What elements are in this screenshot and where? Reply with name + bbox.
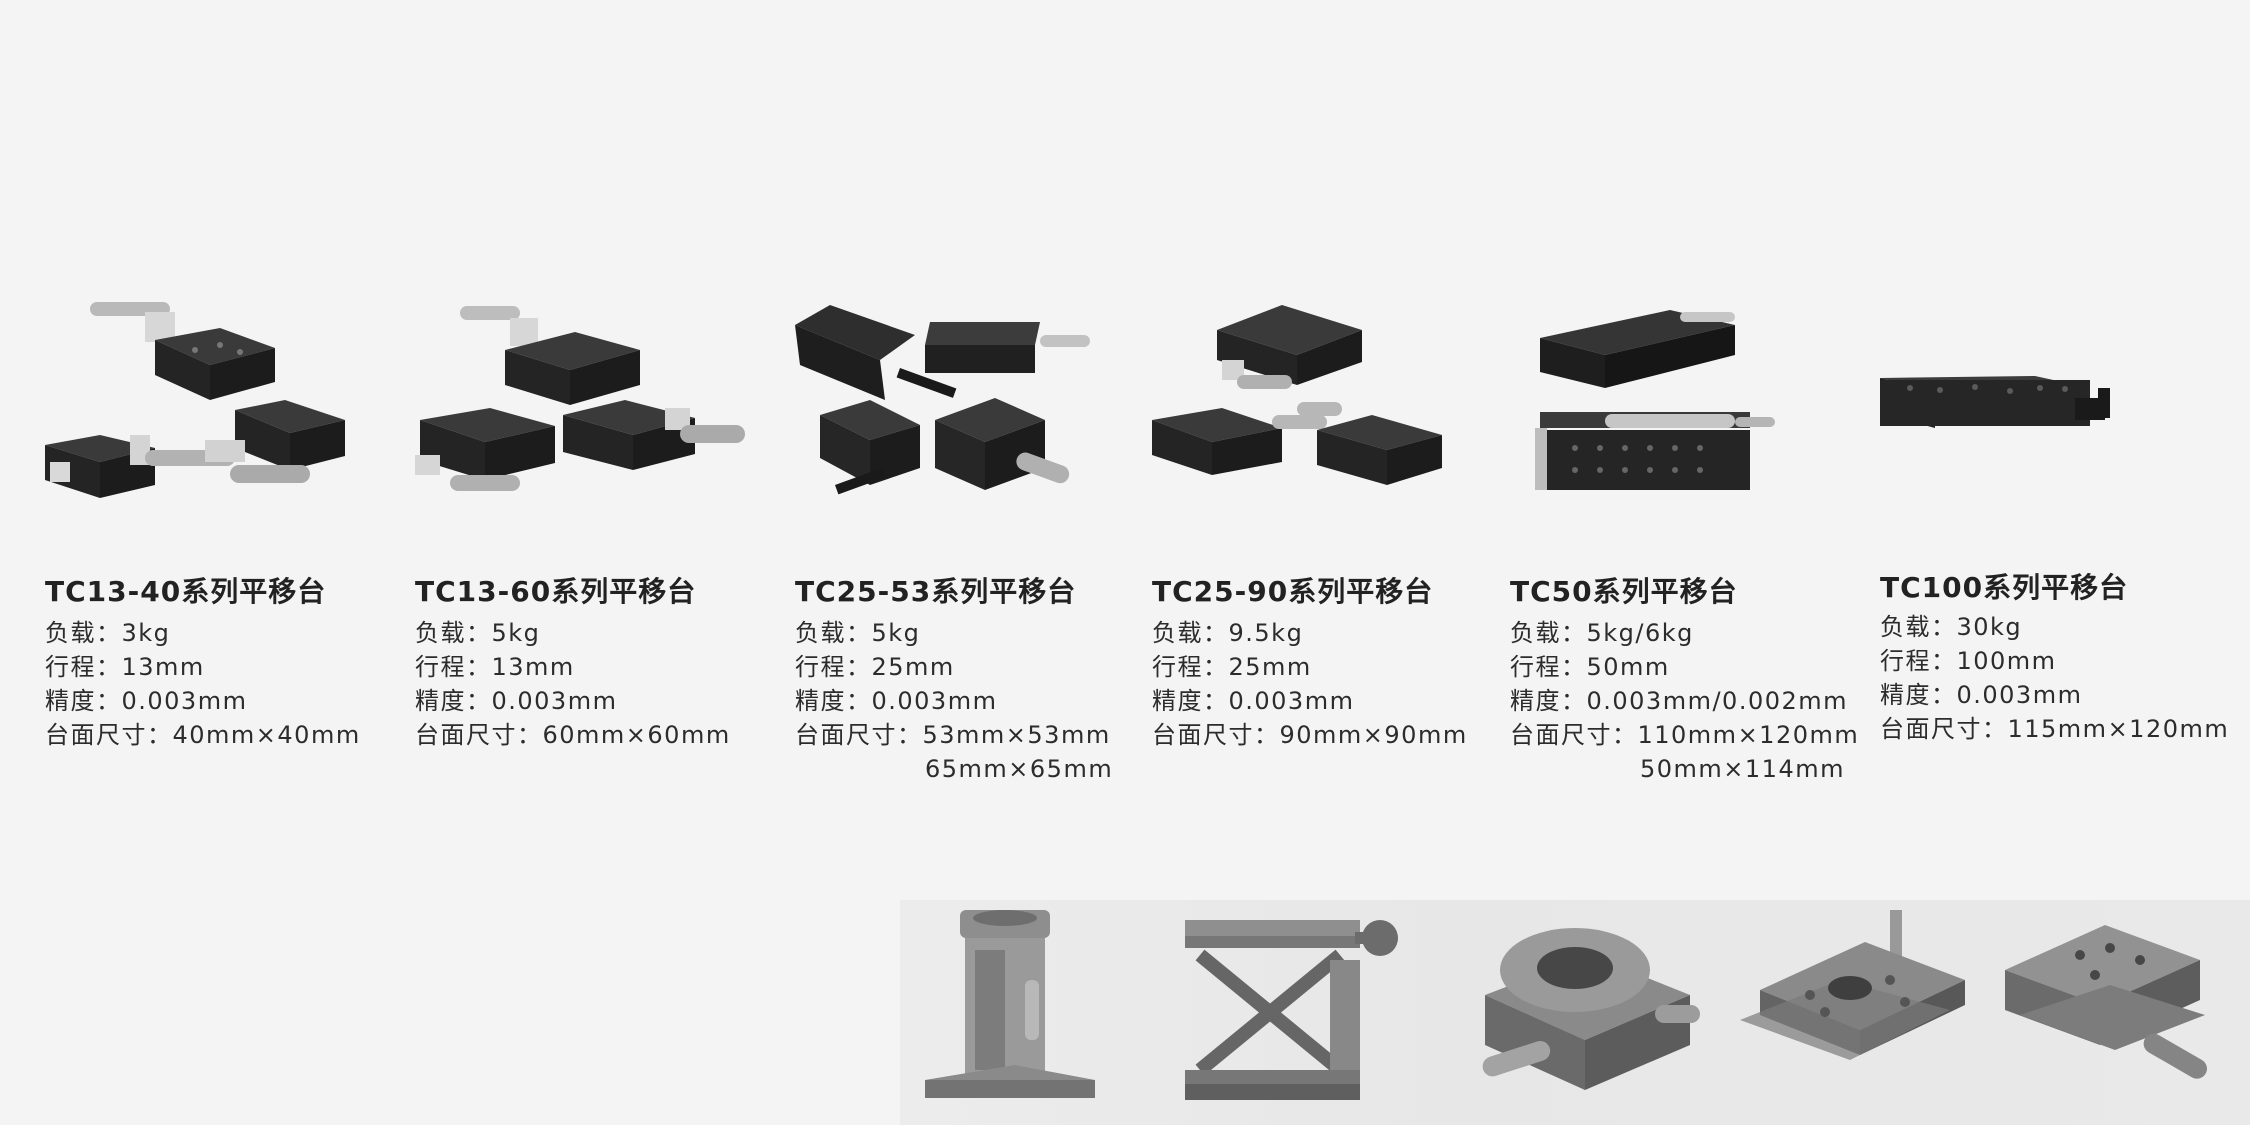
spec-travel: 行程：13mm — [415, 653, 575, 681]
tc13-60-stage-image — [415, 290, 745, 550]
product-title: TC100系列平移台 — [1880, 571, 2129, 604]
spec-accuracy: 精度：0.003mm — [795, 687, 998, 715]
spec-load: 负载：5kg — [795, 619, 921, 647]
spec-travel: 行程：25mm — [795, 653, 955, 681]
product-title: TC25-53系列平移台 — [795, 575, 1077, 608]
spec-table-size: 台面尺寸：40mm×40mm — [45, 721, 361, 749]
vertical-stage-icon[interactable] — [915, 900, 1115, 1125]
product-specs: 负载：3kg 行程：13mm 精度：0.003mm 台面尺寸：40mm×40mm — [45, 616, 361, 752]
spec-accuracy: 精度：0.003mm — [45, 687, 248, 715]
stage-xy-micrometer-icon[interactable] — [2000, 900, 2240, 1125]
product-specs: 负载：5kg/6kg 行程：50mm 精度：0.003mm/0.002mm 台面… — [1510, 616, 1859, 786]
tc13-40-stage-image — [45, 290, 365, 550]
product-title: TC50系列平移台 — [1510, 575, 1738, 608]
spec-load: 负载：5kg — [415, 619, 541, 647]
tc25-53-stage-image — [795, 290, 1115, 550]
spec-table-size-alt: 65mm×65mm — [925, 755, 1114, 783]
spec-table-size: 台面尺寸：53mm×53mm — [795, 721, 1111, 749]
stage-xy-icon[interactable] — [1740, 900, 1970, 1125]
stage-rotation-icon[interactable] — [1475, 900, 1705, 1125]
spec-table-size: 台面尺寸：110mm×120mm — [1510, 721, 1860, 749]
spec-table-size-alt: 50mm×114mm — [1640, 755, 1845, 783]
product-tc50[interactable]: TC50系列平移台 负载：5kg/6kg 行程：50mm 精度：0.003mm/… — [1510, 290, 1870, 783]
product-title: TC25-90系列平移台 — [1152, 575, 1434, 608]
spec-accuracy: 精度：0.003mm — [1880, 681, 2083, 709]
product-tc13-40[interactable]: TC13-40系列平移台 负载：3kg 行程：13mm 精度：0.003mm 台… — [45, 290, 405, 749]
product-title: TC13-60系列平移台 — [415, 575, 697, 608]
product-specs: 负载：30kg 行程：100mm 精度：0.003mm 台面尺寸：115mm×1… — [1880, 610, 2229, 746]
related-products-strip — [900, 900, 2250, 1125]
tc25-90-stage-image — [1152, 290, 1472, 550]
spec-travel: 行程：13mm — [45, 653, 205, 681]
spec-load: 负载：5kg/6kg — [1510, 619, 1694, 647]
spec-accuracy: 精度：0.003mm/0.002mm — [1510, 687, 1849, 715]
tc50-stage-image — [1510, 290, 1830, 550]
product-tc25-53[interactable]: TC25-53系列平移台 负载：5kg 行程：25mm 精度：0.003mm 台… — [795, 290, 1155, 783]
lab-jack-icon[interactable] — [1170, 900, 1410, 1125]
spec-travel: 行程：100mm — [1880, 647, 2057, 675]
product-specs: 负载：5kg 行程：13mm 精度：0.003mm 台面尺寸：60mm×60mm — [415, 616, 731, 752]
spec-table-size: 台面尺寸：115mm×120mm — [1880, 715, 2230, 743]
spec-accuracy: 精度：0.003mm — [1152, 687, 1355, 715]
product-tc13-60[interactable]: TC13-60系列平移台 负载：5kg 行程：13mm 精度：0.003mm 台… — [415, 290, 775, 749]
spec-load: 负载：30kg — [1880, 613, 2023, 641]
spec-table-size: 台面尺寸：60mm×60mm — [415, 721, 731, 749]
spec-load: 负载：3kg — [45, 619, 171, 647]
spec-travel: 行程：25mm — [1152, 653, 1312, 681]
product-specs: 负载：5kg 行程：25mm 精度：0.003mm 台面尺寸：53mm×53mm… — [795, 616, 1113, 786]
product-tc25-90[interactable]: TC25-90系列平移台 负载：9.5kg 行程：25mm 精度：0.003mm… — [1152, 290, 1512, 749]
tc100-stage-image — [1880, 288, 2200, 548]
spec-travel: 行程：50mm — [1510, 653, 1670, 681]
spec-load: 负载：9.5kg — [1152, 619, 1304, 647]
spec-accuracy: 精度：0.003mm — [415, 687, 618, 715]
product-specs: 负载：9.5kg 行程：25mm 精度：0.003mm 台面尺寸：90mm×90… — [1152, 616, 1468, 752]
spec-table-size: 台面尺寸：90mm×90mm — [1152, 721, 1468, 749]
product-tc100[interactable]: TC100系列平移台 负载：30kg 行程：100mm 精度：0.003mm 台… — [1880, 288, 2240, 743]
product-title: TC13-40系列平移台 — [45, 575, 327, 608]
